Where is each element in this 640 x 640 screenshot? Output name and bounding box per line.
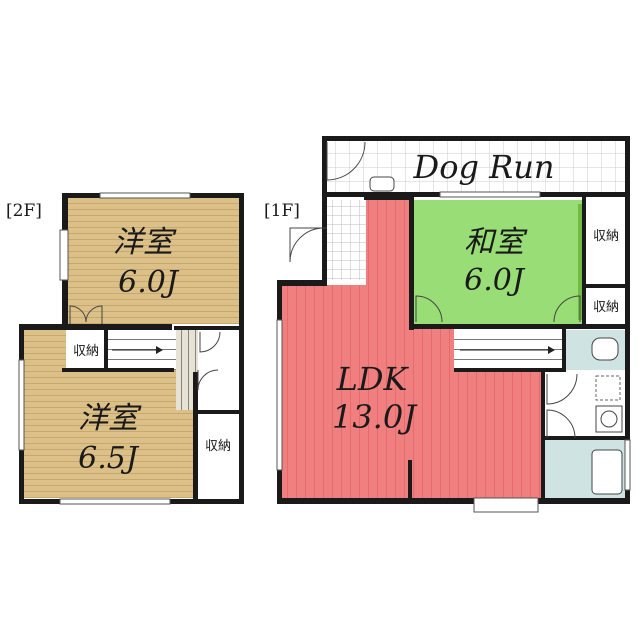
toilet-icon <box>591 337 619 361</box>
stair-arrow-2f <box>112 346 163 354</box>
closet-1f-lower <box>586 288 626 324</box>
ldk-size: 13.0J <box>332 398 418 436</box>
fixtures <box>369 176 623 495</box>
hallway-2f <box>198 330 240 412</box>
doors-1f <box>289 141 581 439</box>
closet-2f-right-label-group: 収納 <box>205 439 231 454</box>
western-room-top-name: 洋室 <box>113 225 177 260</box>
doors-2f <box>69 305 221 391</box>
second-floor: [2F] 洋室 6.0J 洋室 6.5J 収納 収納 <box>6 192 244 505</box>
washitsu-name: 和室 <box>464 225 528 260</box>
washitsu-size: 6.0J <box>464 263 526 298</box>
washitsu-room <box>414 200 582 324</box>
stair-arrow-1f <box>460 346 555 354</box>
closet-2f-right <box>198 412 240 500</box>
tatami-border <box>578 204 582 320</box>
windows-1f <box>276 191 631 513</box>
washstand-icon <box>595 405 623 433</box>
sink-icon <box>369 176 395 192</box>
western-room-top-size: 6.0J <box>118 265 180 300</box>
floor-label-1f: [1F] <box>264 201 300 221</box>
closet-2f-left-label: 収納 <box>73 344 99 359</box>
closet-1f-upper <box>586 200 626 284</box>
closet-1f-lower-label: 収納 <box>593 300 619 315</box>
western-room-bottom-name: 洋室 <box>78 401 142 436</box>
stairs-2f-landing <box>176 330 198 410</box>
bathtub-icon <box>591 449 623 495</box>
entrance <box>326 200 366 280</box>
first-floor: [1F] Dog Run LDK 13.0J 和室 6.0J 収納 収納 <box>264 136 631 513</box>
washer-icon <box>595 375 621 401</box>
windows-2f <box>18 192 191 505</box>
closet-2f-right-label: 収納 <box>205 439 231 454</box>
western-room-bottom-size: 6.5J <box>78 441 140 476</box>
dog-run-label: Dog Run <box>413 148 555 186</box>
closet-1f-upper-label: 収納 <box>593 229 619 244</box>
closet-2f-left <box>66 330 108 370</box>
western-room-top <box>68 198 240 324</box>
floor-label-2f: [2F] <box>6 201 42 221</box>
ldk-room <box>282 200 541 498</box>
ldk-name: LDK <box>336 360 410 398</box>
